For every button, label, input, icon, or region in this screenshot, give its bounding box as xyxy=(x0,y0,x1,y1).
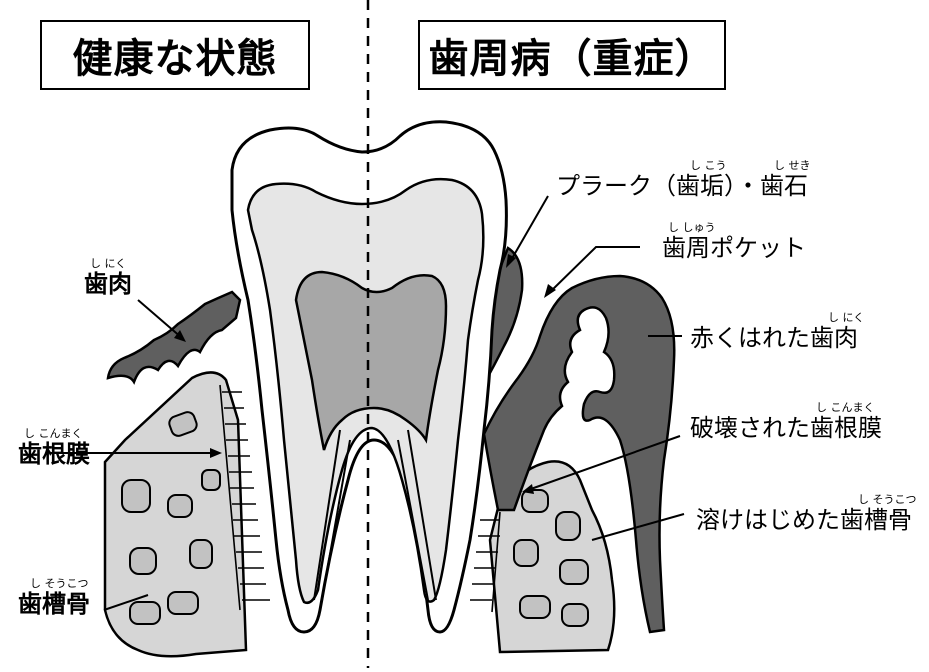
ruby-plaque-b: し せき xyxy=(774,159,811,172)
label-pocket: 歯周ポケット xyxy=(662,234,806,262)
label-gum-left: 歯肉 xyxy=(84,270,132,298)
ruby-gum-left: し にく xyxy=(90,257,127,270)
root-canal-right xyxy=(407,429,437,601)
gum-right xyxy=(482,274,676,634)
label-bone-left: 歯槽骨 xyxy=(18,590,90,618)
title-healthy-text: 健康な状態 xyxy=(72,36,278,82)
title-healthy: 健康な状態 xyxy=(40,20,310,90)
root-canal-right-b xyxy=(397,439,429,601)
ruby-bone-left: し そうこつ xyxy=(30,577,89,590)
bone-cells-right xyxy=(513,489,589,627)
bone-cells-left xyxy=(121,411,221,625)
root-canal-left-b xyxy=(321,439,351,601)
ruby-pdl-left: し こんまく xyxy=(24,427,83,440)
ruby-broken-pdl: し こんまく xyxy=(816,401,875,414)
leader-lines xyxy=(50,195,685,611)
ruby-plaque-a: し こう xyxy=(690,159,727,172)
ruby-pocket: し しゅう xyxy=(668,221,716,234)
root-canal-left xyxy=(313,429,341,601)
label-plaque: プラーク（歯垢）・歯石 xyxy=(556,172,808,200)
pdl-right xyxy=(470,511,501,613)
pdl-left xyxy=(219,384,270,611)
label-melting-bone: 溶けはじめた歯槽骨 xyxy=(696,506,912,534)
title-disease-text: 歯周病（重症） xyxy=(428,36,716,82)
title-disease: 歯周病（重症） xyxy=(418,20,726,90)
gum-left xyxy=(106,290,242,385)
label-red-gum: 赤くはれた歯肉 xyxy=(690,324,858,352)
label-broken-pdl: 破壊された歯根膜 xyxy=(690,414,882,442)
label-pdl-left: 歯根膜 xyxy=(18,440,90,468)
arrow-heads xyxy=(174,254,556,494)
ruby-red-gum: し にく xyxy=(828,311,865,324)
ruby-melting-bone: し そうこつ xyxy=(858,493,917,506)
